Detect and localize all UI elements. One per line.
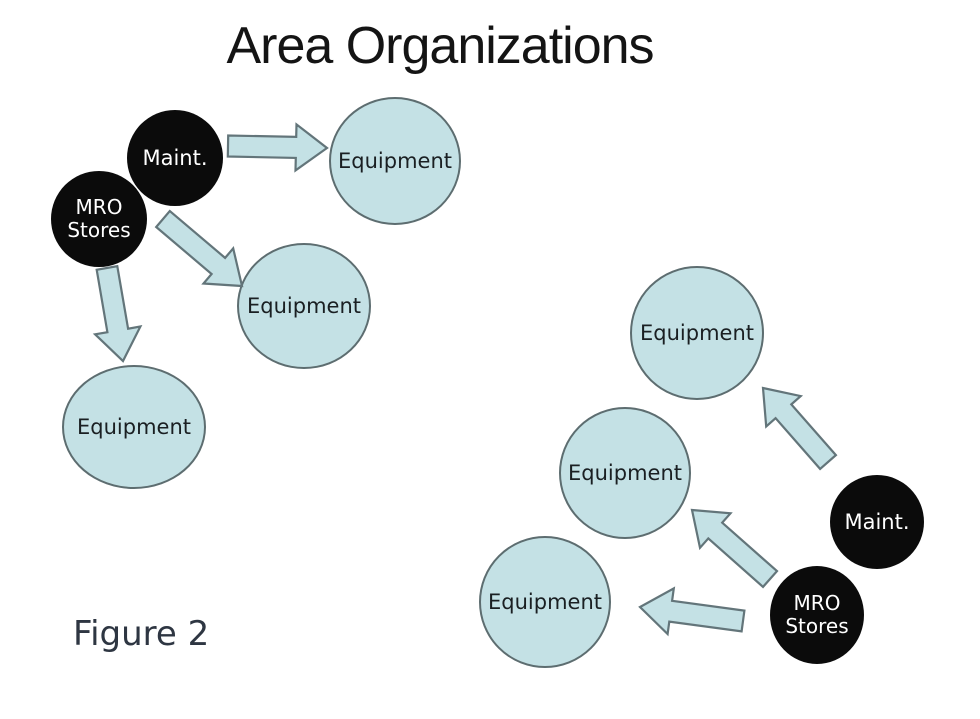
- node-equipment-left-middle: Equipment: [237, 243, 371, 369]
- node-label: Maint.: [844, 509, 910, 534]
- node-maint-right: Maint.: [830, 475, 924, 569]
- diagram-title: Area Organizations: [226, 17, 654, 75]
- node-label: Equipment: [338, 149, 452, 173]
- node-equipment-left-bottom: Equipment: [62, 365, 206, 489]
- arrow-maint-left-to-equipment-left-middle: [154, 209, 244, 288]
- arrow-mro-left-to-equipment-left-bottom: [92, 264, 143, 363]
- node-maint-left: Maint.: [127, 110, 223, 206]
- node-label: Equipment: [77, 415, 191, 439]
- arrow-mro-right-to-equipment-right-bottom: [638, 586, 746, 637]
- arrow-maint-left-to-equipment-left-top: [226, 122, 329, 173]
- node-equipment-right-top: Equipment: [630, 266, 764, 400]
- node-label: Maint.: [142, 145, 208, 170]
- node-equipment-left-top: Equipment: [329, 97, 461, 225]
- node-equipment-right-bottom: Equipment: [479, 536, 611, 668]
- arrow-mro-right-to-equipment-right-middle: [690, 508, 779, 589]
- mro-line2: Stores: [67, 218, 131, 242]
- node-label: MRO Stores: [785, 592, 848, 638]
- arrow-maint-right-to-equipment-right-top: [761, 386, 838, 471]
- mro-line1: MRO: [793, 591, 841, 615]
- node-label: Equipment: [488, 590, 602, 614]
- node-equipment-right-middle: Equipment: [559, 407, 691, 539]
- node-mro-stores-left: MRO Stores: [51, 171, 147, 267]
- node-mro-stores-right: MRO Stores: [770, 566, 864, 664]
- node-label: Equipment: [247, 294, 361, 318]
- mro-line2: Stores: [785, 614, 849, 638]
- figure-label: Figure 2: [73, 614, 210, 654]
- mro-line1: MRO: [75, 195, 123, 219]
- node-label: Equipment: [640, 321, 754, 345]
- node-label: MRO Stores: [67, 196, 130, 242]
- node-label: Equipment: [568, 461, 682, 485]
